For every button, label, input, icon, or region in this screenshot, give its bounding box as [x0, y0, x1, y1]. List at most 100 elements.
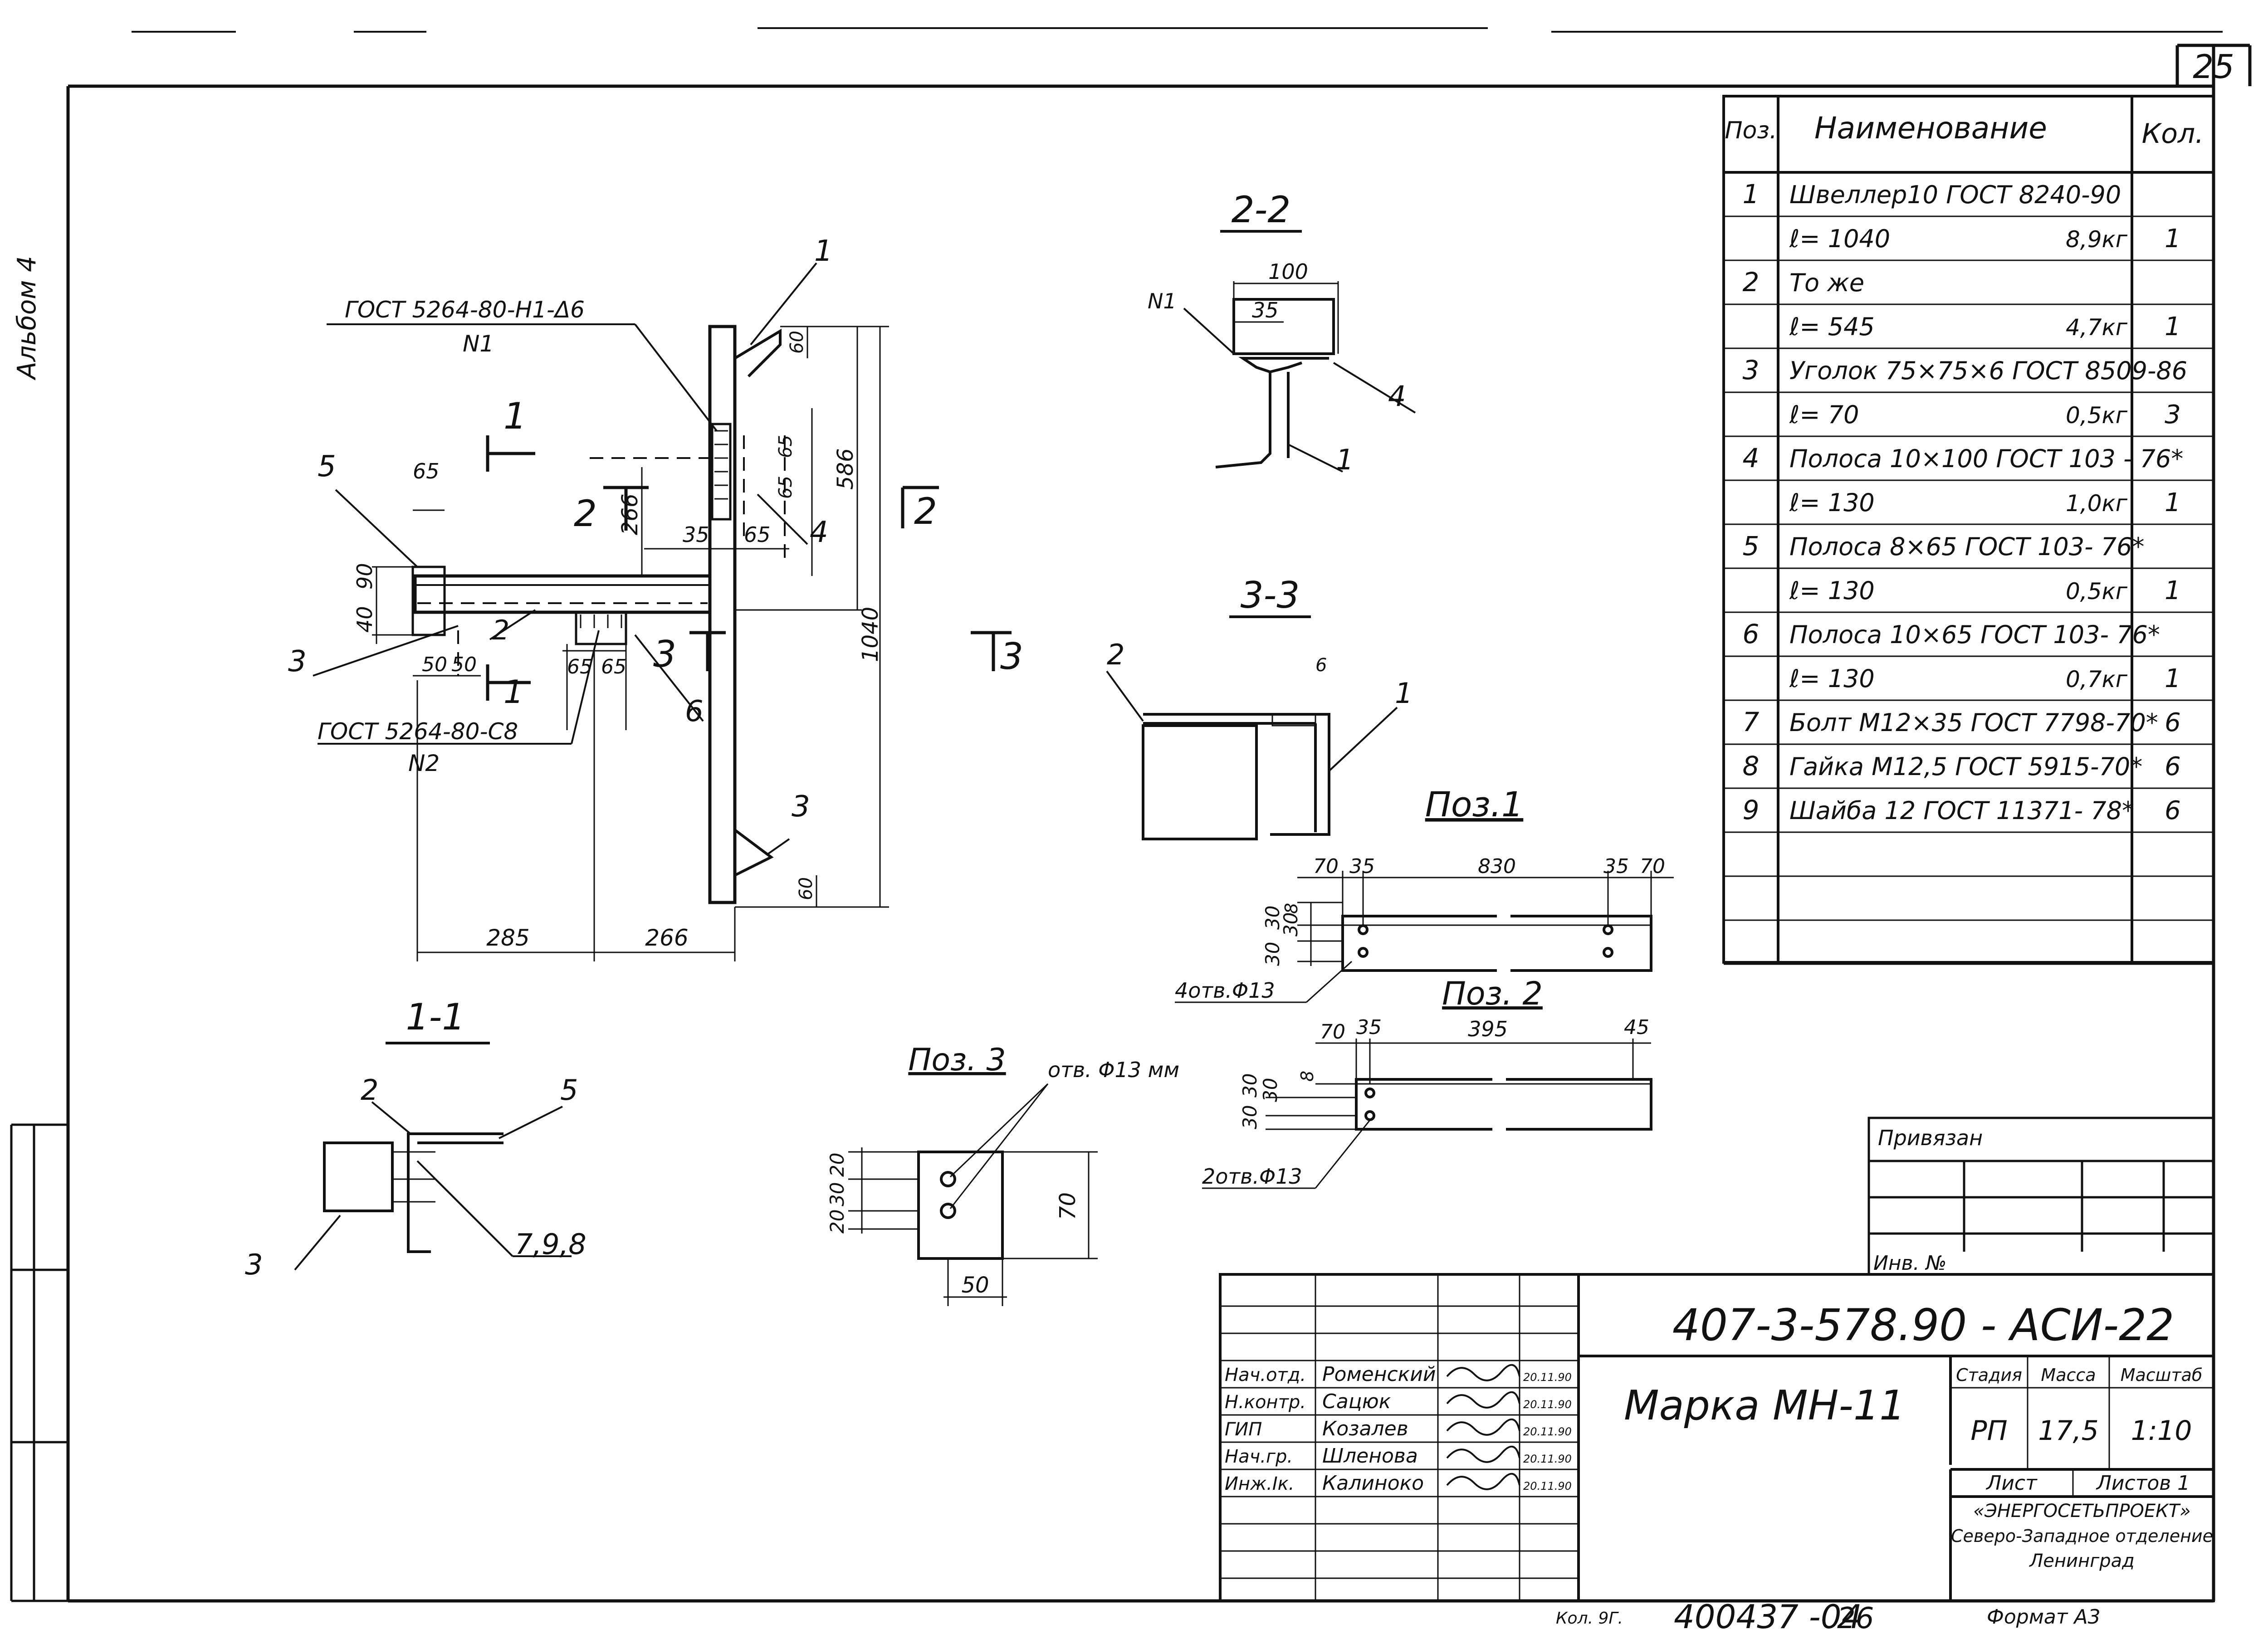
cut-1-top: 1 [503, 395, 527, 437]
dim-65-mid: 65 [744, 522, 771, 547]
sheet-title: Марка МН-11 [1624, 1382, 1905, 1429]
section-1-1-callout-798: 7,9,8 [515, 1228, 587, 1261]
cut-2-right: 2 [914, 490, 937, 532]
pos2-title: Поз. 2 [1442, 975, 1543, 1012]
spec-cell-pos: 6 [1743, 619, 1760, 649]
pos2-holes: 2отв.Φ13 [1202, 1164, 1302, 1189]
mass-label: Масса [2041, 1365, 2096, 1385]
section-2-2-dim-100: 100 [1268, 259, 1308, 284]
pos2-dim-30b: 30 [1259, 1078, 1281, 1102]
spec-cell-name: ℓ= 130 [1789, 664, 1875, 693]
spec-cell-pos: 8 [1743, 751, 1760, 781]
spec-header-qty: Кол. [2142, 118, 2204, 150]
spec-cell-pos: 4 [1743, 443, 1760, 473]
spec-cell-pos: 3 [1743, 355, 1760, 385]
pos1-dim-70a: 70 [1313, 855, 1339, 878]
dim-60-top: 60 [787, 331, 807, 354]
weld-n1-mark: N1 [463, 331, 494, 357]
pos1-dim-830: 830 [1478, 855, 1516, 878]
pos2-dim-395: 395 [1468, 1017, 1508, 1041]
spec-cell-mass: 0,5кг [2066, 402, 2128, 429]
binding-box: Привязан Инв. № [1867, 1117, 2215, 1276]
dim-1040: 1040 [858, 607, 883, 662]
pos3-dim-50: 50 [961, 1273, 989, 1298]
weld-n2-mark: N2 [408, 750, 440, 776]
dim-586: 586 [833, 448, 858, 490]
pos1-dim-8: 8 [1281, 903, 1301, 914]
staff-role: Нач.отд. [1225, 1365, 1306, 1385]
pos1-dim-30c: 30 [1261, 942, 1284, 966]
dim-60-bottom: 60 [796, 877, 816, 900]
callout-pos2: 2 [492, 615, 509, 646]
signature-scribble [1446, 1445, 1520, 1463]
dim-50-b: 50 [451, 653, 477, 676]
org-branch: Северо-Западное отделение [1951, 1526, 2213, 1546]
staff-date: 20.11.90 [1523, 1425, 1572, 1438]
section-3-3-dim-6: 6 [1315, 655, 1327, 676]
document-code: 407-3-578.90 - АСИ-22 [1672, 1300, 2174, 1351]
staff-role: Инж.Iк. [1225, 1473, 1295, 1494]
signature-scribble [1446, 1473, 1520, 1490]
pos1-dim-30a: 30 [1261, 906, 1284, 930]
main-view: ГОСТ 5264-80-Н1-Δ6 N1 ГОСТ 5264-80-С8 N2… [288, 234, 1023, 961]
section-1-1-callout-5: 5 [560, 1073, 578, 1107]
spec-cell-mass: 1,0кг [2066, 490, 2128, 517]
staff-date: 20.11.90 [1523, 1371, 1572, 1384]
pos1-dim-35b: 35 [1603, 855, 1629, 878]
spec-cell-pos: 2 [1743, 267, 1760, 298]
staff-role: Н.контр. [1225, 1392, 1306, 1413]
cut-1-bottom: 1 [503, 673, 524, 711]
section-2-2-callout-4: 4 [1388, 380, 1406, 413]
section-1-1-callout-3: 3 [245, 1248, 263, 1281]
spec-cell-qty: 1 [2165, 224, 2181, 254]
pos3-dim-30: 30 [826, 1182, 848, 1206]
spec-header-name: Наименование [1814, 111, 2047, 146]
staff-name: Калинокo [1322, 1472, 1424, 1495]
section-3-3: 3-3 2 6 1 [1106, 574, 1413, 840]
scale-label: Масштаб [2121, 1365, 2203, 1385]
section-3-3-callout-2: 2 [1107, 638, 1124, 671]
pos2-dim-45: 45 [1624, 1016, 1649, 1039]
spec-cell-qty: 1 [2165, 488, 2181, 517]
sheet-label: Лист [1985, 1472, 2038, 1495]
staff-name: Сацюк [1322, 1390, 1391, 1413]
pos2-dim-30a: 30 [1239, 1073, 1261, 1097]
page-number: 25 [2193, 48, 2234, 86]
pos3-dim-20a: 20 [826, 1153, 848, 1177]
detail-pos2: Поз. 2 70 35 395 45 8 30 30 30 2отв.Φ13 [1202, 975, 1652, 1189]
stage-value: РП [1970, 1415, 2007, 1447]
dim-35: 35 [683, 522, 709, 547]
staff-date: 20.11.90 [1523, 1453, 1572, 1465]
pos1-holes: 4отв.Φ13 [1175, 978, 1275, 1003]
top-scan-marks [132, 27, 2223, 33]
paper-format: Формат А3 [1987, 1605, 2101, 1629]
dim-65-b2: 65 [601, 655, 626, 678]
org-name: «ЭНЕРГОСЕТЬПРОЕКТ» [1973, 1501, 2190, 1522]
section-2-2: 2-2 N1 100 35 4 1 [1148, 189, 1416, 476]
pos2-dim-70: 70 [1320, 1020, 1345, 1044]
pos2-dim-35: 35 [1356, 1016, 1382, 1039]
dim-65-v2: 65 [775, 476, 796, 499]
spec-cell-qty: 1 [2165, 664, 2181, 693]
spec-cell-name: Болт М12×35 ГОСТ 7798-70* [1789, 708, 2158, 737]
detail-pos3: Поз. 3 отв. Φ13 мм 20 30 20 70 50 [826, 1042, 1179, 1306]
spec-cell-name: ℓ= 545 [1789, 312, 1875, 341]
signature-scribble [1446, 1418, 1520, 1436]
scale-value: 1:10 [2131, 1415, 2192, 1447]
spec-cell-qty: 6 [2165, 752, 2181, 781]
dim-266-vertical: 266 [617, 493, 643, 535]
callout-pos4: 4 [810, 516, 828, 549]
callout-pos6: 6 [685, 695, 704, 728]
spec-cell-name: То же [1789, 268, 1864, 297]
footer-code: Кол. 9Г. [1556, 1609, 1623, 1628]
spec-cell-qty: 1 [2165, 312, 2181, 341]
section-1-1: 1-1 2 5 3 7,9,8 [245, 996, 587, 1281]
weld-note-n2: ГОСТ 5264-80-С8 [318, 718, 518, 745]
section-2-2-title: 2-2 [1232, 189, 1291, 231]
spec-cell-name: Гайка М12,5 ГОСТ 5915-70* [1789, 752, 2142, 781]
binding-label: Привязан [1878, 1126, 1983, 1150]
sheets-label: Листов 1 [2096, 1472, 2190, 1495]
spec-cell-mass: 0,5кг [2066, 578, 2128, 605]
inventory-number: 400437 -04 [1674, 1598, 1862, 1634]
